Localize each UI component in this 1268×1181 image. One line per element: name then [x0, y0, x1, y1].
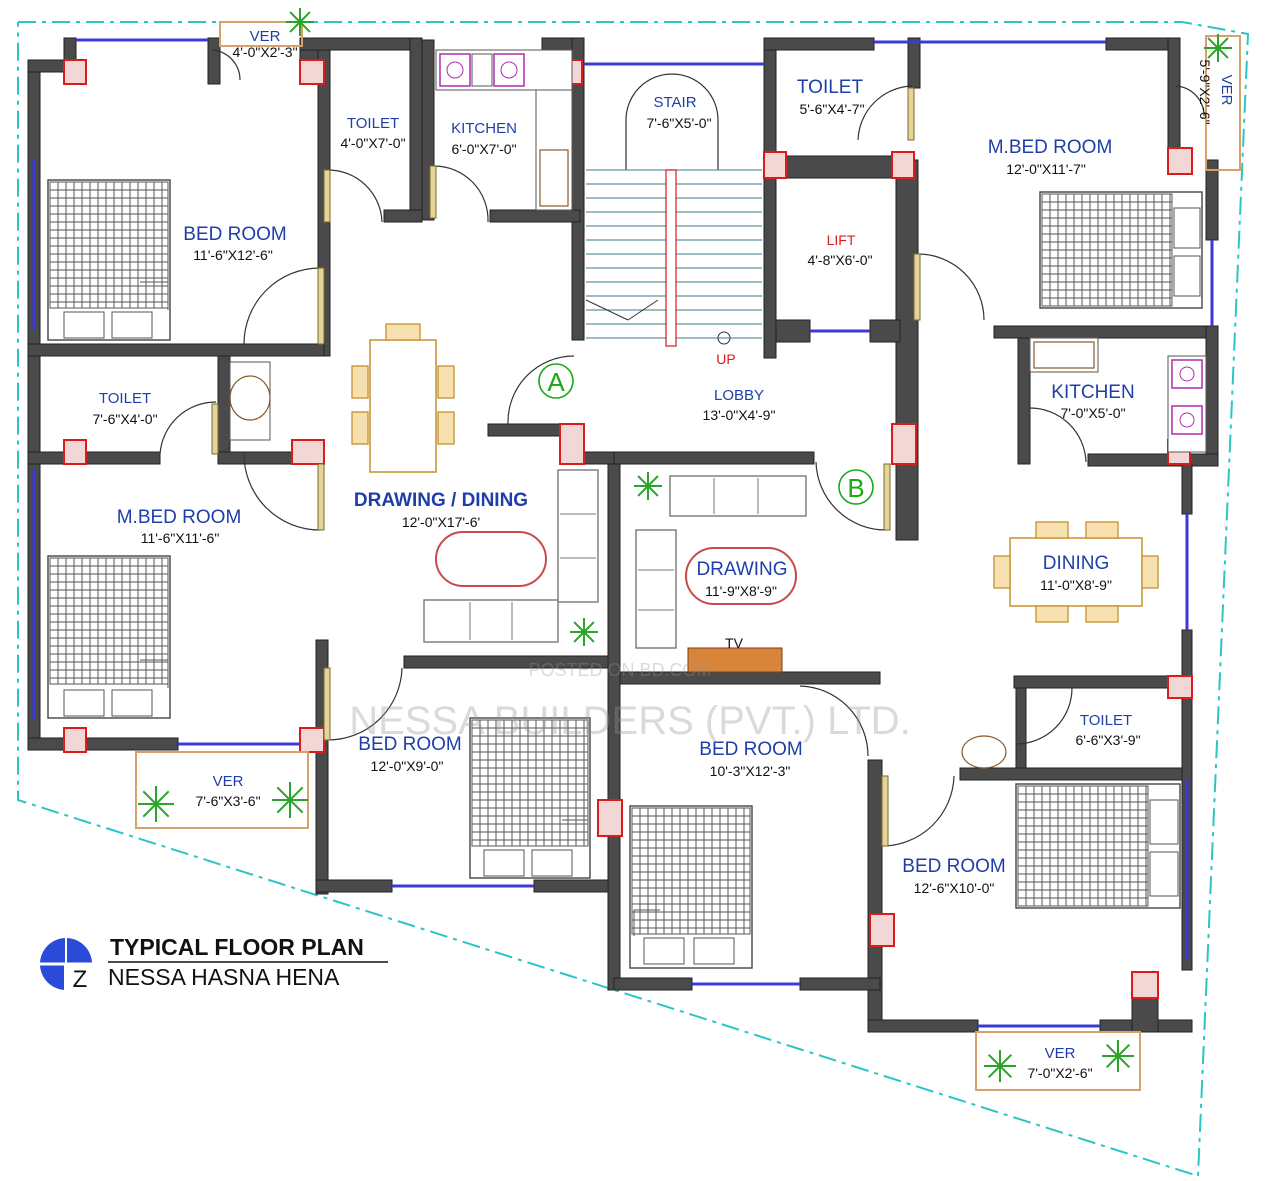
bed-room-mid-name: BED ROOM [358, 734, 461, 755]
bed-center [629, 805, 753, 969]
grid-markers: A B [538, 363, 874, 505]
dining-right [993, 521, 1159, 623]
site-boundary [17, 21, 1250, 1178]
ver-right-dim: 5'-9"X2'-6" [1197, 59, 1213, 124]
watermark-small: POSTED ON BD.COM [528, 660, 711, 680]
bed-room-mid-dim: 12'-0"X9'-0" [371, 758, 444, 774]
lobby-dim: 13'-0"X4'-9" [703, 407, 776, 423]
verandahs [135, 21, 1241, 1091]
title-block: Z TYPICAL FLOOR PLAN NESSA HASNA HENA [40, 934, 388, 993]
drawing-dining-name: DRAWING / DINING [354, 490, 528, 511]
doors [159, 49, 1205, 847]
toilet-right-low-dim: 6'-6"X3'-9" [1075, 732, 1140, 748]
dining-right-name: DINING [1043, 553, 1110, 574]
mbed-ne-name: M.BED ROOM [988, 137, 1113, 158]
dining-left [351, 323, 455, 473]
plants [138, 8, 1232, 1082]
stair-name: STAIR [653, 94, 696, 111]
ver-left-bottom-name: VER [213, 773, 244, 790]
tv-label: TV [725, 635, 744, 651]
toilet-left-mid-name: TOILET [99, 390, 151, 407]
watermark: NESSA BUILDERS (PVT.) LTD. [349, 699, 911, 743]
bed-room-nw-name: BED ROOM [183, 224, 286, 245]
bed-room-center-name: BED ROOM [699, 739, 802, 760]
toilet-top-right-name: TOILET [797, 77, 864, 98]
beds [47, 179, 1203, 969]
drawing-right-name: DRAWING [696, 559, 787, 580]
kitchen-fixtures [229, 49, 1207, 769]
mbed-ne-dim: 12'-0"X11'-7" [1006, 161, 1086, 177]
stair [585, 73, 762, 347]
up-label: UP [716, 351, 735, 367]
bed-room-se-dim: 12'-6"X10'-0" [914, 880, 995, 896]
ver-bottom-dim: 7'-0"X2'-6" [1027, 1065, 1092, 1081]
ver-right-name: VER [1218, 75, 1235, 106]
drawing-right-dim: 11'-9"X8'-9" [705, 583, 777, 599]
toilet-right-low-name: TOILET [1080, 712, 1132, 729]
labels: BED ROOM 11'-6"X12'-6" VER 4'-0"X2'-3" T… [92, 28, 1235, 1081]
kitchen-left-dim: 6'-0"X7'-0" [451, 141, 516, 157]
mbed-w-name: M.BED ROOM [117, 507, 242, 528]
bed-nw [47, 179, 171, 341]
plan-title: TYPICAL FLOOR PLAN [110, 934, 364, 960]
ver-left-bottom-dim: 7'-6"X3'-6" [195, 793, 260, 809]
toilet-top-right-dim: 5'-6"X4'-7" [799, 101, 864, 117]
kitchen-right-dim: 7'-0"X5'-0" [1060, 405, 1125, 421]
ver-bottom-name: VER [1045, 1045, 1076, 1062]
sofas [423, 469, 807, 673]
bed-room-se-name: BED ROOM [902, 856, 1005, 877]
stair-dim: 7'-6"X5'-0" [646, 115, 711, 131]
windows [32, 38, 1214, 1028]
mbed-w-dim: 11'-6"X11'-6" [141, 530, 220, 546]
bed-room-nw-dim: 11'-6"X12'-6" [193, 247, 273, 263]
dining-right-dim: 11'-0"X8'-9" [1040, 577, 1112, 593]
lift-name: LIFT [827, 232, 856, 248]
plan-subtitle: NESSA HASNA HENA [108, 964, 340, 990]
lobby-name: LOBBY [714, 387, 764, 404]
kitchen-left-name: KITCHEN [451, 120, 517, 137]
kitchen-right-name: KITCHEN [1051, 382, 1134, 403]
ver-top-left-dim: 4'-0"X2'-3" [232, 44, 297, 60]
svg-text:Z: Z [73, 966, 88, 993]
lift-dim: 4'-8"X6'-0" [807, 252, 872, 268]
bed-room-center-dim: 10'-3"X12'-3" [710, 763, 791, 779]
drawing-dining-dim: 12'-0"X17'-6' [402, 514, 480, 530]
ver-top-left-name: VER [250, 28, 281, 45]
toilet-top-name: TOILET [347, 115, 399, 132]
marker-a: A [547, 367, 565, 397]
bed-w [47, 555, 171, 719]
north-arrow-icon: Z [40, 938, 94, 993]
marker-b: B [847, 473, 864, 503]
toilet-left-mid-dim: 7'-6"X4'-0" [92, 411, 157, 427]
toilet-top-dim: 4'-0"X7'-0" [340, 135, 405, 151]
